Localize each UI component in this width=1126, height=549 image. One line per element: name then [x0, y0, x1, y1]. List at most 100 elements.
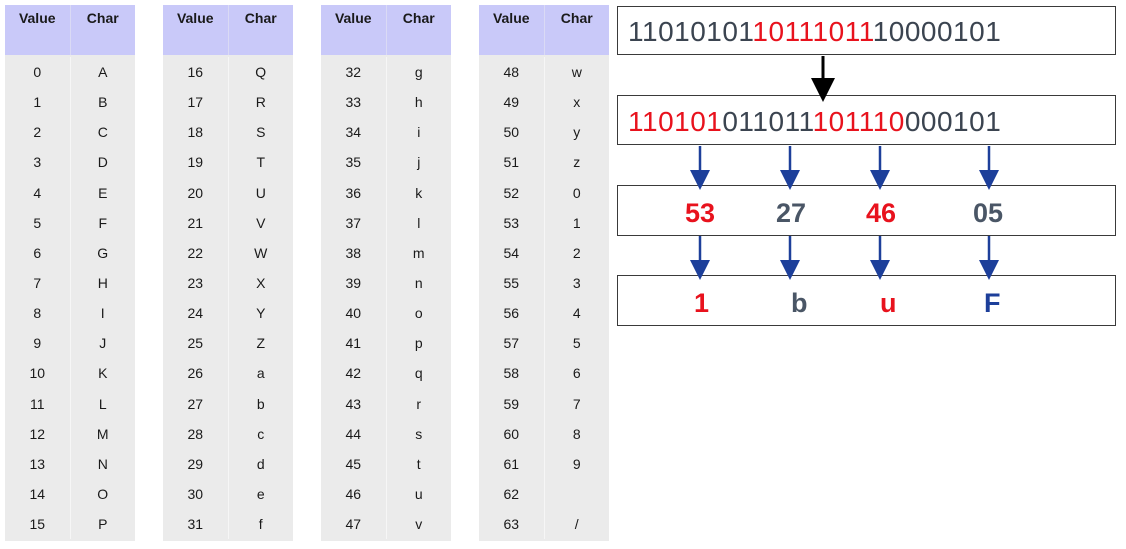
cell-char: 0 [543, 177, 610, 208]
cell-value: 9 [33, 335, 42, 352]
cell-char: K [69, 358, 136, 389]
cell-char: S [227, 117, 294, 148]
cell-char: p [385, 328, 452, 359]
cell-value: 52 [503, 184, 520, 201]
cell-char: R [227, 87, 294, 118]
cell-char: c [227, 418, 294, 449]
cell-char: 9 [543, 448, 610, 479]
cell-char: P [69, 509, 136, 540]
cell-char: D [69, 147, 136, 178]
cell-char: 3 [543, 267, 610, 299]
cell-char: T [227, 147, 294, 178]
cell-char: u [385, 478, 452, 510]
chars-box [617, 275, 1116, 326]
cell-char: d [227, 448, 294, 479]
values-box [617, 185, 1116, 236]
cell-value: 23 [187, 275, 204, 292]
cell-value: 20 [187, 184, 204, 201]
cell-value: 14 [29, 486, 46, 503]
table-header: Value Char [5, 5, 135, 55]
cell-char: I [69, 298, 136, 329]
cell-value: 3 [33, 154, 42, 171]
char-4: F [984, 288, 1001, 318]
cell-value: 6 [33, 244, 42, 261]
cell-char: G [69, 237, 136, 268]
table-row: 46 u [321, 478, 452, 510]
cell-char: F [69, 207, 136, 238]
cell-value: 46 [345, 486, 362, 503]
cell-value: 24 [187, 305, 204, 322]
cell-char: 1 [543, 207, 610, 238]
cell-char: / [543, 509, 610, 540]
cell-value: 35 [345, 154, 362, 171]
table-row: 14 O [5, 478, 136, 510]
cell-char: r [385, 388, 452, 419]
header-char: Char [385, 5, 452, 55]
cell-value: 15 [29, 516, 46, 533]
cell-char: C [69, 117, 136, 148]
header-value: Value [18, 10, 56, 26]
cell-char: t [385, 448, 452, 479]
cell-char: x [543, 87, 610, 118]
cell-value: 50 [503, 124, 520, 141]
cell-char: 6 [543, 358, 610, 389]
cell-value: 8 [33, 305, 42, 322]
sextets-bitstring: 110101011011101110000101 [628, 106, 1001, 138]
cell-char: O [69, 478, 136, 510]
table-row: 35 j [321, 147, 452, 178]
cell-char: M [69, 418, 136, 449]
header-value: Value [176, 10, 214, 26]
cell-value: 30 [187, 486, 204, 503]
cell-value: 7 [33, 275, 42, 292]
cell-char: i [385, 117, 452, 148]
header-char: Char [69, 5, 136, 55]
cell-value: 16 [187, 64, 204, 81]
cell-value: 36 [345, 184, 362, 201]
cell-char: Q [227, 57, 294, 88]
bytes-box: 110101011011101110000101 [617, 6, 1116, 55]
cell-value: 18 [187, 124, 204, 141]
cell-char: z [543, 147, 610, 178]
cell-value: 2 [33, 124, 42, 141]
cell-char: E [69, 177, 136, 208]
cell-char: W [227, 237, 294, 268]
char-2: b [791, 288, 808, 318]
cell-value: 59 [503, 395, 520, 412]
cell-value: 31 [187, 516, 204, 533]
cell-char: j [385, 147, 452, 178]
cell-char: 5 [543, 328, 610, 359]
cell-value: 62 [503, 486, 520, 503]
cell-value: 4 [33, 184, 42, 201]
table-row: 15 P [5, 509, 136, 540]
byte-2: 10111011 [752, 16, 873, 47]
cell-char: h [385, 87, 452, 118]
